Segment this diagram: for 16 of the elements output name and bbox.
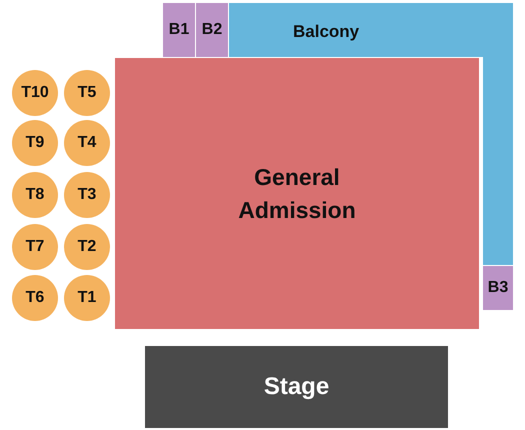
table-circle: T10 [12, 70, 58, 116]
seating-section: B2 [196, 3, 228, 57]
seating-section: B1 [163, 3, 195, 57]
table-circle: T4 [64, 120, 110, 166]
section-label: Balcony [293, 22, 360, 42]
table-circle: T6 [12, 275, 58, 321]
seating-section: General Admission [115, 58, 479, 329]
table-circle: T7 [12, 224, 58, 270]
table-circle: T9 [12, 120, 58, 166]
table-circle: T5 [64, 70, 110, 116]
stage-block: Stage [145, 346, 448, 428]
table-circle: T8 [12, 172, 58, 218]
table-circle: T3 [64, 172, 110, 218]
table-circle: T1 [64, 275, 110, 321]
seating-section: B3 [483, 266, 513, 310]
table-circle: T2 [64, 224, 110, 270]
